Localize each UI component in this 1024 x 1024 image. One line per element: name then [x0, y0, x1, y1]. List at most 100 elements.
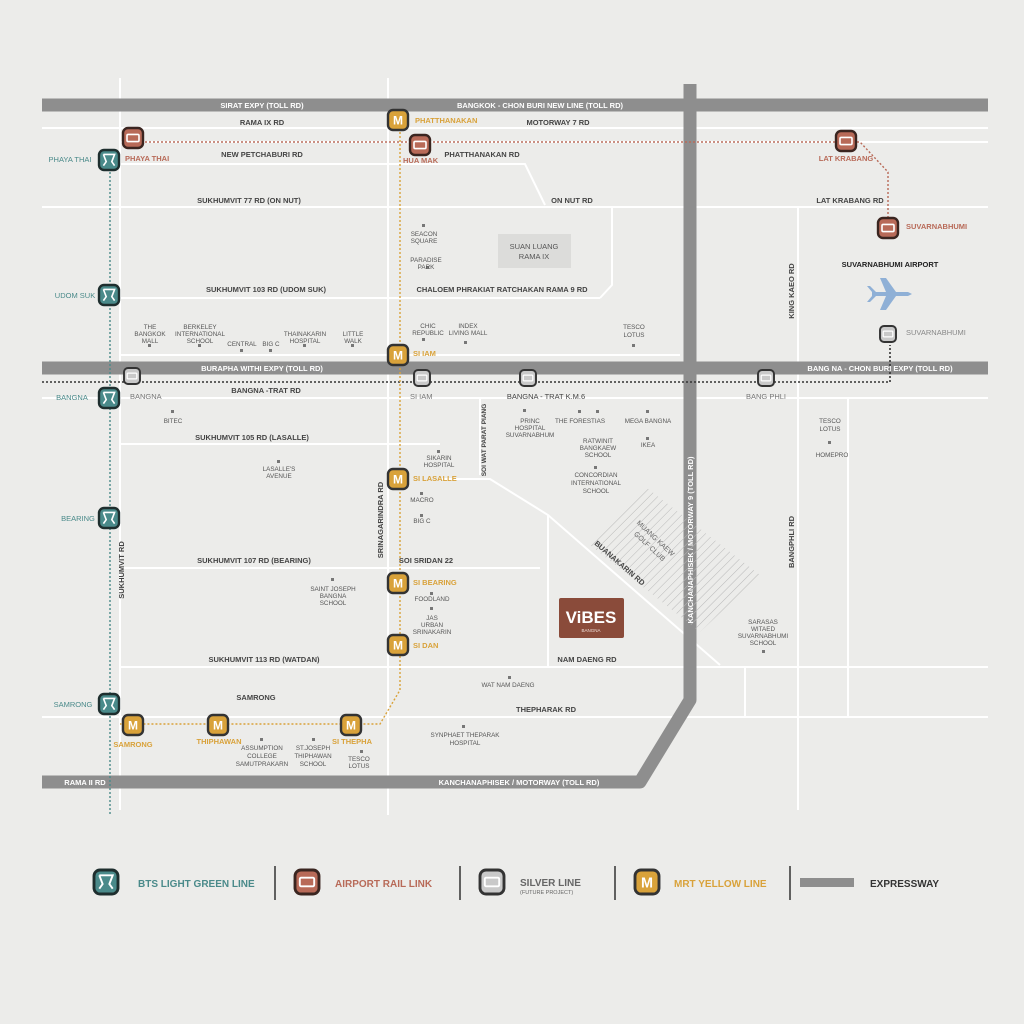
svg-text:SCHOOL: SCHOOL: [750, 640, 777, 647]
suan-luang-park: [498, 234, 571, 268]
label-sukhumvit77: SUKHUMVIT 77 RD (ON NUT): [197, 196, 301, 205]
svg-text:SCHOOL: SCHOOL: [300, 761, 327, 768]
landmark-saint-joseph: SAINT JOSEPH: [310, 586, 356, 593]
station-labels: PHAYA THAI PHAYA THAI UDOM SUK BANGNA BA…: [49, 116, 968, 749]
samrong-mrt-icon: M: [121, 713, 145, 737]
label-on-nut: ON NUT RD: [551, 196, 593, 205]
suvarnabhumi-silver-icon: [879, 325, 897, 343]
svg-text:M: M: [393, 472, 403, 486]
suvarnabhumi-arl-icon: [876, 216, 900, 240]
landmark-paradise: PARADISE: [410, 257, 441, 264]
station-suvarnabhumi-silver: SUVARNABHUMI: [906, 328, 966, 337]
si-iam-mrt-icon: M: [386, 343, 410, 367]
svg-text:REPUBLIC: REPUBLIC: [412, 330, 444, 337]
label-sukhumvit107: SUKHUMVIT 107 RD (BEARING): [197, 556, 311, 565]
project-logo-box[interactable]: [559, 598, 624, 638]
svg-text:M: M: [128, 718, 138, 732]
station-udom-suk: UDOM SUK: [55, 291, 95, 300]
svg-text:BANGNA: BANGNA: [320, 593, 347, 600]
svg-text:HOSPITAL: HOSPITAL: [290, 338, 321, 345]
landmark-tesco-3: TESCO: [348, 756, 370, 763]
landmark-tesco-2: TESCO: [819, 418, 841, 425]
landmark-little-walk: LITTLE: [343, 331, 364, 338]
roads: [42, 78, 988, 815]
station-samrong-bts: SAMRONG: [54, 700, 93, 709]
landmark-airport: SUVARNABHUMI AIRPORT: [842, 260, 939, 269]
svg-text:M: M: [393, 638, 403, 652]
svg-text:INTERNATIONAL: INTERNATIONAL: [175, 331, 225, 338]
landmark-lasalles: LASALLE'S: [263, 466, 296, 473]
legend-mrt-icon: M: [633, 868, 661, 896]
label-bangna-trat-km6: BANGNA - TRAT K.M.6: [507, 392, 585, 401]
legend-arl-icon: [293, 868, 321, 896]
project-name: ViBES: [566, 608, 617, 627]
station-si-iam-mrt: SI IAM: [413, 349, 436, 358]
legend-expressway-label: EXPRESSWAY: [870, 879, 939, 890]
station-bearing: BEARING: [61, 514, 95, 523]
project-marker[interactable]: ViBES BANGNA: [559, 598, 624, 638]
svg-text:M: M: [393, 113, 403, 127]
samrong-bts-icon: [97, 692, 121, 716]
bangna-silver-icon: [123, 367, 141, 385]
svg-text:MALL: MALL: [142, 338, 159, 345]
lat-krabang-arl-icon: [834, 129, 858, 153]
station-bangna-silver: BANGNA: [130, 392, 162, 401]
landmark-ratwinit: RATWINIT: [583, 438, 613, 445]
label-soi-sridan: SOI SRIDAN 22: [399, 556, 453, 565]
legend-bts-label: BTS LIGHT GREEN LINE: [138, 879, 255, 890]
landmark-synphaet: SYNPHAET THEPARAK: [431, 732, 501, 739]
station-si-thepha: SI THEPHA: [332, 737, 373, 746]
label-kanchanaphisek: KANCHANAPHISEK / MOTORWAY (TOLL RD): [439, 778, 600, 787]
svg-text:LOTUS: LOTUS: [820, 426, 841, 433]
legend-expressway-swatch: [800, 878, 854, 887]
legend: M BTS LIGHT GREEN LINE AIRPORT RAIL LINK…: [92, 866, 939, 900]
svg-text:SCHOOL: SCHOOL: [583, 488, 610, 495]
landmark-assumption: ASSUMPTION: [241, 745, 283, 752]
thiphawan-mrt-icon: M: [206, 713, 230, 737]
svg-text:SAMUTPRAKARN: SAMUTPRAKARN: [236, 761, 289, 768]
landmark-tesco-1: TESCO: [623, 324, 645, 331]
station-hua-mak: HUA MAK: [403, 156, 439, 165]
landmark-thainakarin: THAINAKARIN: [284, 331, 327, 338]
svg-text:WITAED: WITAED: [751, 626, 775, 633]
label-burapha: BURAPHA WITHI EXPY (TOLL RD): [201, 364, 323, 373]
label-thepharak: THEPHARAK RD: [516, 705, 577, 714]
label-soi-wat-parat: SOI WAT PARAT PIANG: [481, 404, 488, 477]
station-si-bearing: SI BEARING: [413, 578, 457, 587]
landmark-dots: [148, 224, 831, 753]
landmark-bigc-1: BIG C: [262, 341, 280, 348]
label-king-kaeo: KING KAEO RD: [787, 263, 796, 319]
label-bangna-trat: BANGNA -TRAT RD: [231, 386, 301, 395]
station-phaya-thai-bts: PHAYA THAI: [49, 155, 92, 164]
station-samrong-mrt: SAMRONG: [113, 740, 152, 749]
svg-text:URBAN: URBAN: [421, 622, 443, 629]
phaya-thai-arl-icon: [121, 126, 145, 150]
svg-text:M: M: [346, 718, 356, 732]
landmark-princ: PRINC: [520, 418, 540, 425]
station-lat-krabang: LAT KRABANG: [819, 154, 874, 163]
label-nam-daeng: NAM DAENG RD: [557, 655, 617, 664]
svg-text:COLLEGE: COLLEGE: [247, 753, 277, 760]
bang-phli-silver-icon: [757, 369, 775, 387]
svg-text:RAMA IX: RAMA IX: [519, 252, 549, 261]
label-srinagarindra: SRINAGARINDRA RD: [376, 481, 385, 558]
label-new-petchaburi: NEW PETCHABURI RD: [221, 150, 303, 159]
label-sukhumvit-rd: SUKHUMVIT RD: [117, 541, 126, 599]
si-dan-mrt-icon: M: [386, 633, 410, 657]
svg-text:SUVARNABHUM: SUVARNABHUM: [506, 432, 555, 439]
svg-text:M: M: [641, 875, 653, 891]
landmark-foodland: FOODLAND: [415, 596, 450, 603]
phatthanakan-mrt-icon: M: [386, 108, 410, 132]
station-phatthanakan: PHATTHANAKAN: [415, 116, 477, 125]
landmark-sarasas: SARASAS: [748, 619, 778, 626]
svg-text:BANGKOK: BANGKOK: [134, 331, 166, 338]
landmark-bangkok-mall: THE: [144, 324, 157, 331]
label-kanchanaphisek-vertical: KANCHANAPHISEK / MOTORWAY 9 (TOLL RD): [686, 456, 695, 623]
label-sukhumvit103: SUKHUMVIT 103 RD (UDOM SUK): [206, 285, 327, 294]
svg-text:HOSPITAL: HOSPITAL: [450, 740, 481, 747]
svg-text:SCHOOL: SCHOOL: [585, 452, 612, 459]
landmark-suan-luang: SUAN LUANG: [510, 242, 559, 251]
label-rama-ii: RAMA II RD: [64, 778, 106, 787]
